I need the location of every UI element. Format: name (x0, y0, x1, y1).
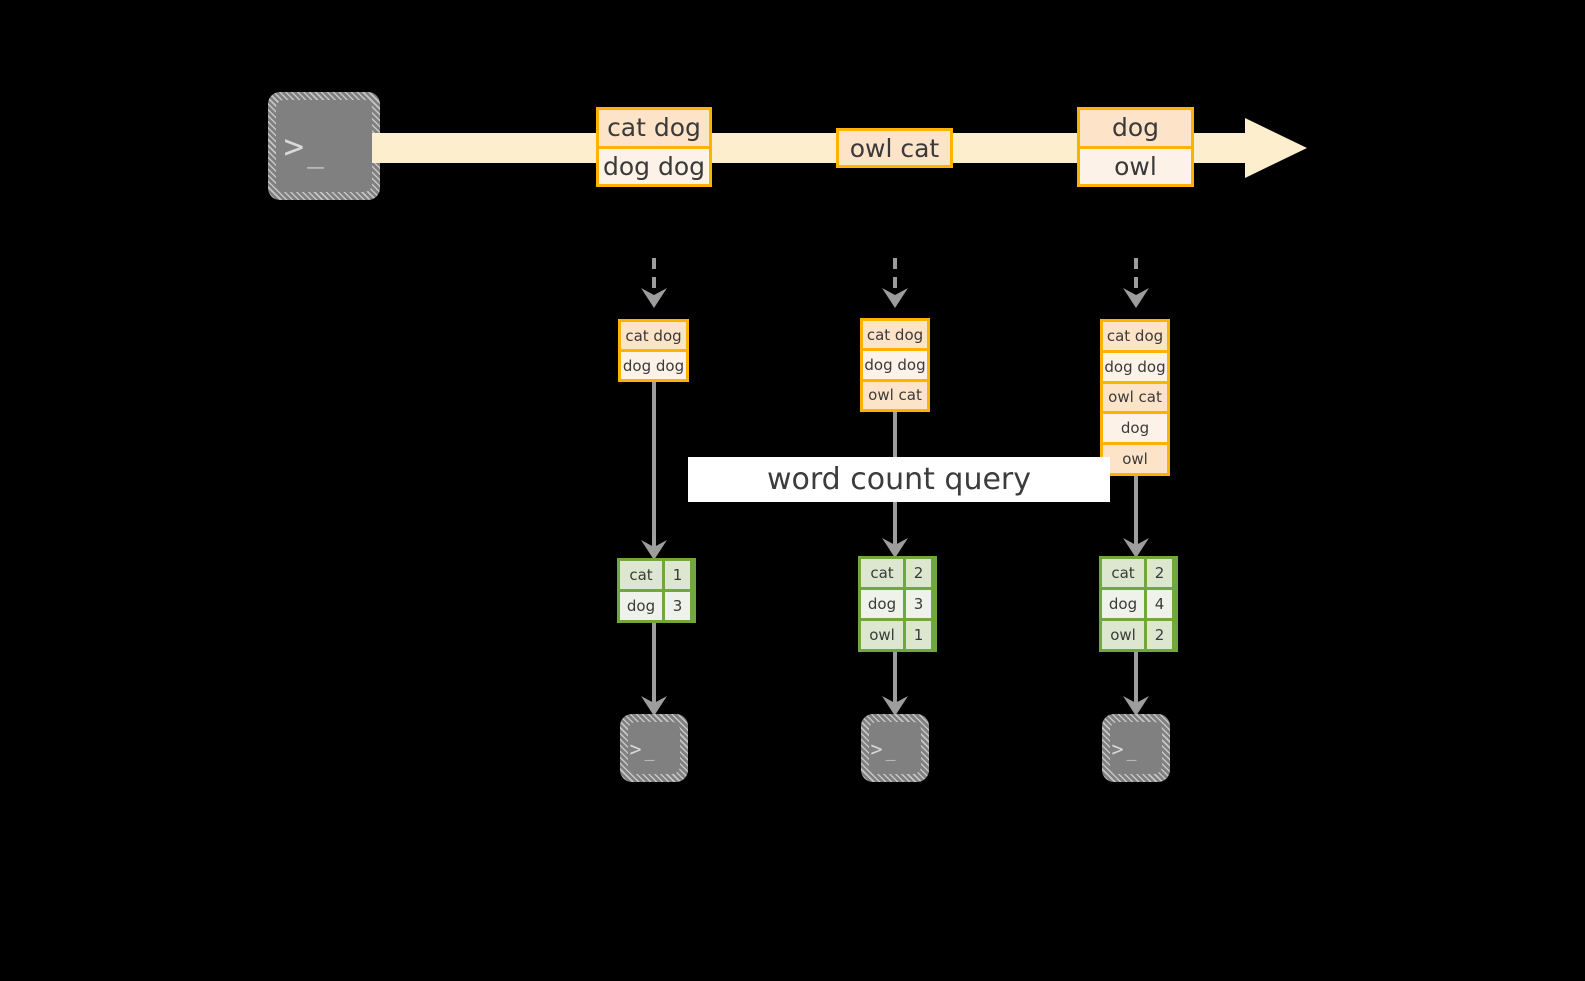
result-count: 1 (662, 561, 690, 589)
input-line: dog dog (1103, 349, 1167, 381)
result-count: 3 (662, 592, 690, 620)
snapshot-1-result-table: cat 1 dog 3 (617, 558, 696, 623)
snapshot-1-sink-terminal-icon: >_ (620, 714, 688, 782)
terminal-screen (1110, 722, 1162, 774)
prompt-chevron: > (283, 127, 306, 167)
snapshot-2-result-table: cat 2 dog 3 owl 1 (858, 556, 937, 652)
snapshot-3-sink-terminal-icon: >_ (1102, 714, 1170, 782)
result-row: dog 3 (861, 587, 934, 618)
result-word: dog (861, 590, 903, 618)
prompt-chevron: > (870, 736, 884, 761)
snapshot-1-query-arrowhead (641, 540, 667, 560)
input-line: dog (1103, 411, 1167, 443)
prompt-cursor: _ (1126, 741, 1138, 761)
result-word: owl (861, 621, 903, 649)
result-word: cat (1102, 559, 1144, 587)
stream-event-line: cat dog (599, 110, 709, 146)
input-line: cat dog (621, 322, 686, 349)
result-word: dog (620, 592, 662, 620)
terminal-prompt-glyph: >_ (620, 714, 688, 782)
snapshot-3-trigger-arrowhead (1123, 288, 1149, 308)
input-line: dog dog (863, 348, 927, 379)
snapshot-2-sink-arrowhead (882, 696, 908, 716)
result-row: owl 2 (1102, 618, 1175, 649)
snapshot-2-sink-terminal-icon: >_ (861, 714, 929, 782)
result-row: cat 2 (1102, 559, 1175, 587)
stream-event-line: owl (1080, 145, 1191, 184)
snapshot-2-sink-line (893, 652, 897, 705)
result-word: dog (1102, 590, 1144, 618)
input-line: cat dog (863, 321, 927, 349)
prompt-cursor: _ (307, 136, 325, 170)
terminal-prompt-glyph: >_ (1102, 714, 1170, 782)
prompt-chevron: > (629, 736, 643, 761)
snapshot-2-query-arrowhead (882, 538, 908, 558)
snapshot-1-trigger-arrowhead (641, 288, 667, 308)
source-terminal-icon: >_ (268, 92, 380, 200)
result-count: 2 (1144, 621, 1172, 649)
result-count: 1 (903, 621, 931, 649)
result-row: dog 4 (1102, 587, 1175, 618)
result-row: owl 1 (861, 618, 934, 649)
terminal-screen (276, 100, 372, 192)
stream-event-group-2: owl cat (836, 128, 953, 168)
prompt-cursor: _ (885, 741, 897, 761)
terminal-prompt-glyph: >_ (268, 92, 380, 200)
input-line: owl cat (863, 378, 927, 409)
result-word: owl (1102, 621, 1144, 649)
result-count: 4 (1144, 590, 1172, 618)
snapshot-2-input-table: cat dog dog dog owl cat (860, 318, 930, 412)
prompt-chevron: > (1111, 736, 1125, 761)
terminal-screen (628, 722, 680, 774)
stream-event-line: owl cat (839, 131, 950, 165)
snapshot-1-input-table: cat dog dog dog (618, 319, 689, 382)
snapshot-3-trigger-line (1134, 258, 1138, 298)
snapshot-3-query-line (1134, 476, 1138, 548)
snapshot-1-query-line (652, 382, 656, 550)
snapshot-3-result-table: cat 2 dog 4 owl 2 (1099, 556, 1178, 652)
result-count: 2 (903, 559, 931, 587)
snapshot-1-sink-line (652, 623, 656, 705)
result-word: cat (861, 559, 903, 587)
snapshot-1-trigger-line (652, 258, 656, 298)
query-label: word count query (688, 457, 1110, 502)
terminal-screen (869, 722, 921, 774)
terminal-prompt-glyph: >_ (861, 714, 929, 782)
result-word: cat (620, 561, 662, 589)
result-row: dog 3 (620, 589, 693, 620)
result-count: 3 (903, 590, 931, 618)
snapshot-3-query-arrowhead (1123, 538, 1149, 558)
stream-event-line: dog dog (599, 145, 709, 184)
input-line: owl (1103, 442, 1167, 473)
result-row: cat 1 (620, 561, 693, 589)
snapshot-2-trigger-line (893, 258, 897, 298)
input-line: dog dog (621, 349, 686, 379)
input-line: owl cat (1103, 380, 1167, 412)
snapshot-3-input-table: cat dog dog dog owl cat dog owl (1100, 319, 1170, 476)
stream-event-group-1: cat dog dog dog (596, 107, 712, 187)
snapshot-2-trigger-arrowhead (882, 288, 908, 308)
snapshot-1-sink-arrowhead (641, 696, 667, 716)
right-arrow-icon (1245, 118, 1307, 178)
input-line: cat dog (1103, 322, 1167, 350)
stream-event-line: dog (1080, 110, 1191, 146)
result-count: 2 (1144, 559, 1172, 587)
prompt-cursor: _ (644, 741, 656, 761)
snapshot-3-sink-line (1134, 652, 1138, 705)
result-row: cat 2 (861, 559, 934, 587)
stream-event-group-3: dog owl (1077, 107, 1194, 187)
snapshot-3-sink-arrowhead (1123, 696, 1149, 716)
